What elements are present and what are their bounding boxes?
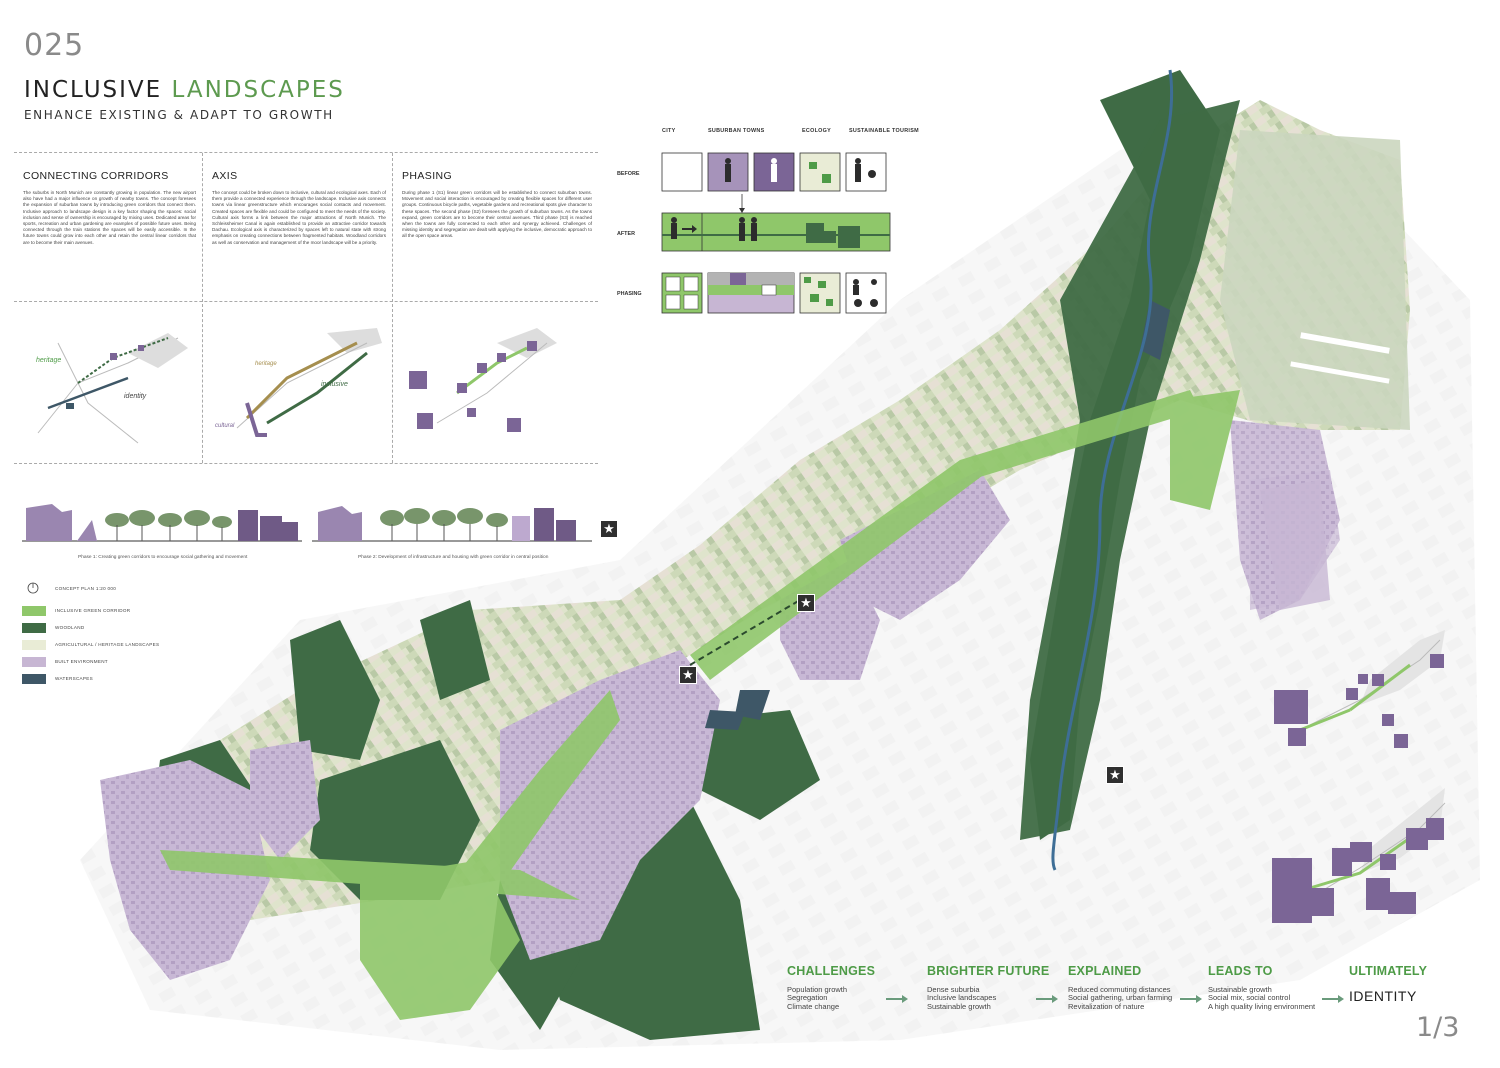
star-icon: ★ — [1106, 766, 1124, 784]
column-phasing: PHASING During phase 1 (S1) linear green… — [392, 153, 598, 463]
star-icon: ★ — [679, 666, 697, 684]
flow-item: Social gathering, urban farming — [1068, 993, 1173, 1003]
column-heading: PHASING — [402, 170, 453, 182]
flow-list-leads-to: Sustainable growth Social mix, social co… — [1208, 985, 1316, 1011]
flow-heading-challenges: CHALLENGES — [787, 964, 876, 978]
diagram-label-inclusive: inclusive — [321, 381, 348, 388]
legend-item-built: BUILT ENVIRONMENT — [22, 657, 242, 669]
column-text: During phase 1 (S1) linear green corrido… — [402, 190, 592, 239]
legend-item-agricultural: AGRICULTURAL / HERITAGE LANDSCAPES — [22, 640, 242, 652]
column-text: The suburbs in North Munich are constant… — [23, 190, 196, 245]
section-phase-2 — [312, 506, 592, 542]
north-arrow-icon — [27, 582, 39, 594]
legend-item-green-corridor: INCLUSIVE GREEN CORRIDOR — [22, 606, 242, 618]
flow-heading-leads-to: LEADS TO — [1208, 964, 1273, 978]
column-heading: CONNECTING CORRIDORS — [23, 170, 169, 182]
flow-item: Sustainable growth — [927, 1001, 991, 1011]
column-text: The concept could be broken down to incl… — [212, 190, 386, 245]
flow-item: A high quality living environment — [1208, 1001, 1316, 1011]
flow-item: Segregation — [787, 993, 828, 1003]
flow-final-identity: IDENTITY — [1349, 988, 1417, 1004]
flow-list-brighter-future: Dense suburbia Inclusive landscapes Sust… — [927, 985, 997, 1011]
matrix-header-city: CITY — [662, 128, 676, 134]
flow-item: Social mix, social control — [1208, 993, 1291, 1003]
column-axis: AXIS The concept could be broken down to… — [202, 153, 392, 463]
corridor-diagram — [37, 333, 188, 444]
isar-river — [1051, 69, 1174, 871]
flow-heading-explained: EXPLAINED — [1068, 964, 1142, 978]
legend-item-waterscapes: WATERSCAPES — [22, 674, 242, 686]
page-title: INCLUSIVE LANDSCAPES — [24, 77, 345, 103]
column-connecting-corridors: CONNECTING CORRIDORS The suburbs in Nort… — [14, 153, 202, 463]
growth-diagram-phase-2 — [1274, 630, 1445, 748]
diagram-label-heritage: heritage — [255, 361, 277, 367]
legend-item-woodland: WOODLAND — [22, 623, 242, 635]
matrix-header-ecology: ECOLOGY — [802, 128, 832, 134]
arrow-right-icon — [1036, 995, 1058, 1003]
page-subtitle: ENHANCE EXISTING & ADAPT TO GROWTH — [24, 108, 334, 122]
matrix-cells — [661, 152, 891, 314]
section-caption-2: Phase 2: Development of infrastructure a… — [358, 555, 549, 560]
flow-list-explained: Reduced commuting distances Social gathe… — [1068, 985, 1173, 1011]
concept-columns: CONNECTING CORRIDORS The suburbs in Nort… — [14, 152, 598, 464]
matrix-row-phasing: PHASING — [617, 291, 642, 297]
column-heading: AXIS — [212, 170, 238, 182]
page-number: 025 — [24, 28, 85, 63]
flow-item: Climate change — [787, 1001, 840, 1011]
matrix-header-tourism: SUSTAINABLE TOURISM — [849, 128, 919, 134]
arrow-right-icon — [1322, 995, 1344, 1003]
arrow-right-icon — [886, 995, 908, 1003]
diagram-label-cultural: cultural — [215, 423, 235, 429]
flow-item: Dense suburbia — [927, 985, 980, 994]
flow-item: Reduced commuting distances — [1068, 985, 1171, 994]
flow-item: Population growth — [787, 985, 848, 994]
growth-diagram-phase-3 — [1272, 788, 1446, 923]
legend-scale: CONCEPT PLAN 1:20 000 — [22, 582, 242, 596]
star-icon: ★ — [600, 520, 618, 538]
flow-item: Revitalization of nature — [1068, 1001, 1145, 1011]
flow-heading-ultimately: ULTIMATELY — [1349, 964, 1428, 978]
arrow-right-icon — [1180, 995, 1202, 1003]
flow-heading-brighter-future: BRIGHTER FUTURE — [927, 964, 1050, 978]
phasing-matrix: CITY SUBURBAN TOWNS ECOLOGY SUSTAINABLE … — [612, 128, 942, 323]
title-accent: LANDSCAPES — [171, 77, 345, 103]
flow-item: Inclusive landscapes — [927, 993, 997, 1003]
section-caption-1: Phase 1: Creating green corridors to enc… — [78, 555, 248, 560]
flow-list-challenges: Population growth Segregation Climate ch… — [787, 985, 848, 1011]
sheet-number: 1/3 — [1416, 1012, 1460, 1043]
flow-item: Sustainable growth — [1208, 985, 1272, 994]
matrix-row-before: BEFORE — [617, 171, 640, 177]
phasing-diagram — [409, 328, 557, 432]
matrix-header-suburban: SUBURBAN TOWNS — [708, 128, 765, 134]
star-icon: ★ — [797, 594, 815, 612]
diagram-label-heritage: heritage — [36, 357, 62, 364]
section-phase-1 — [22, 504, 302, 542]
title-main: INCLUSIVE — [24, 77, 172, 103]
axis-diagram — [236, 328, 382, 437]
diagram-label-identity: identity — [124, 393, 147, 400]
matrix-row-after: AFTER — [617, 231, 635, 237]
